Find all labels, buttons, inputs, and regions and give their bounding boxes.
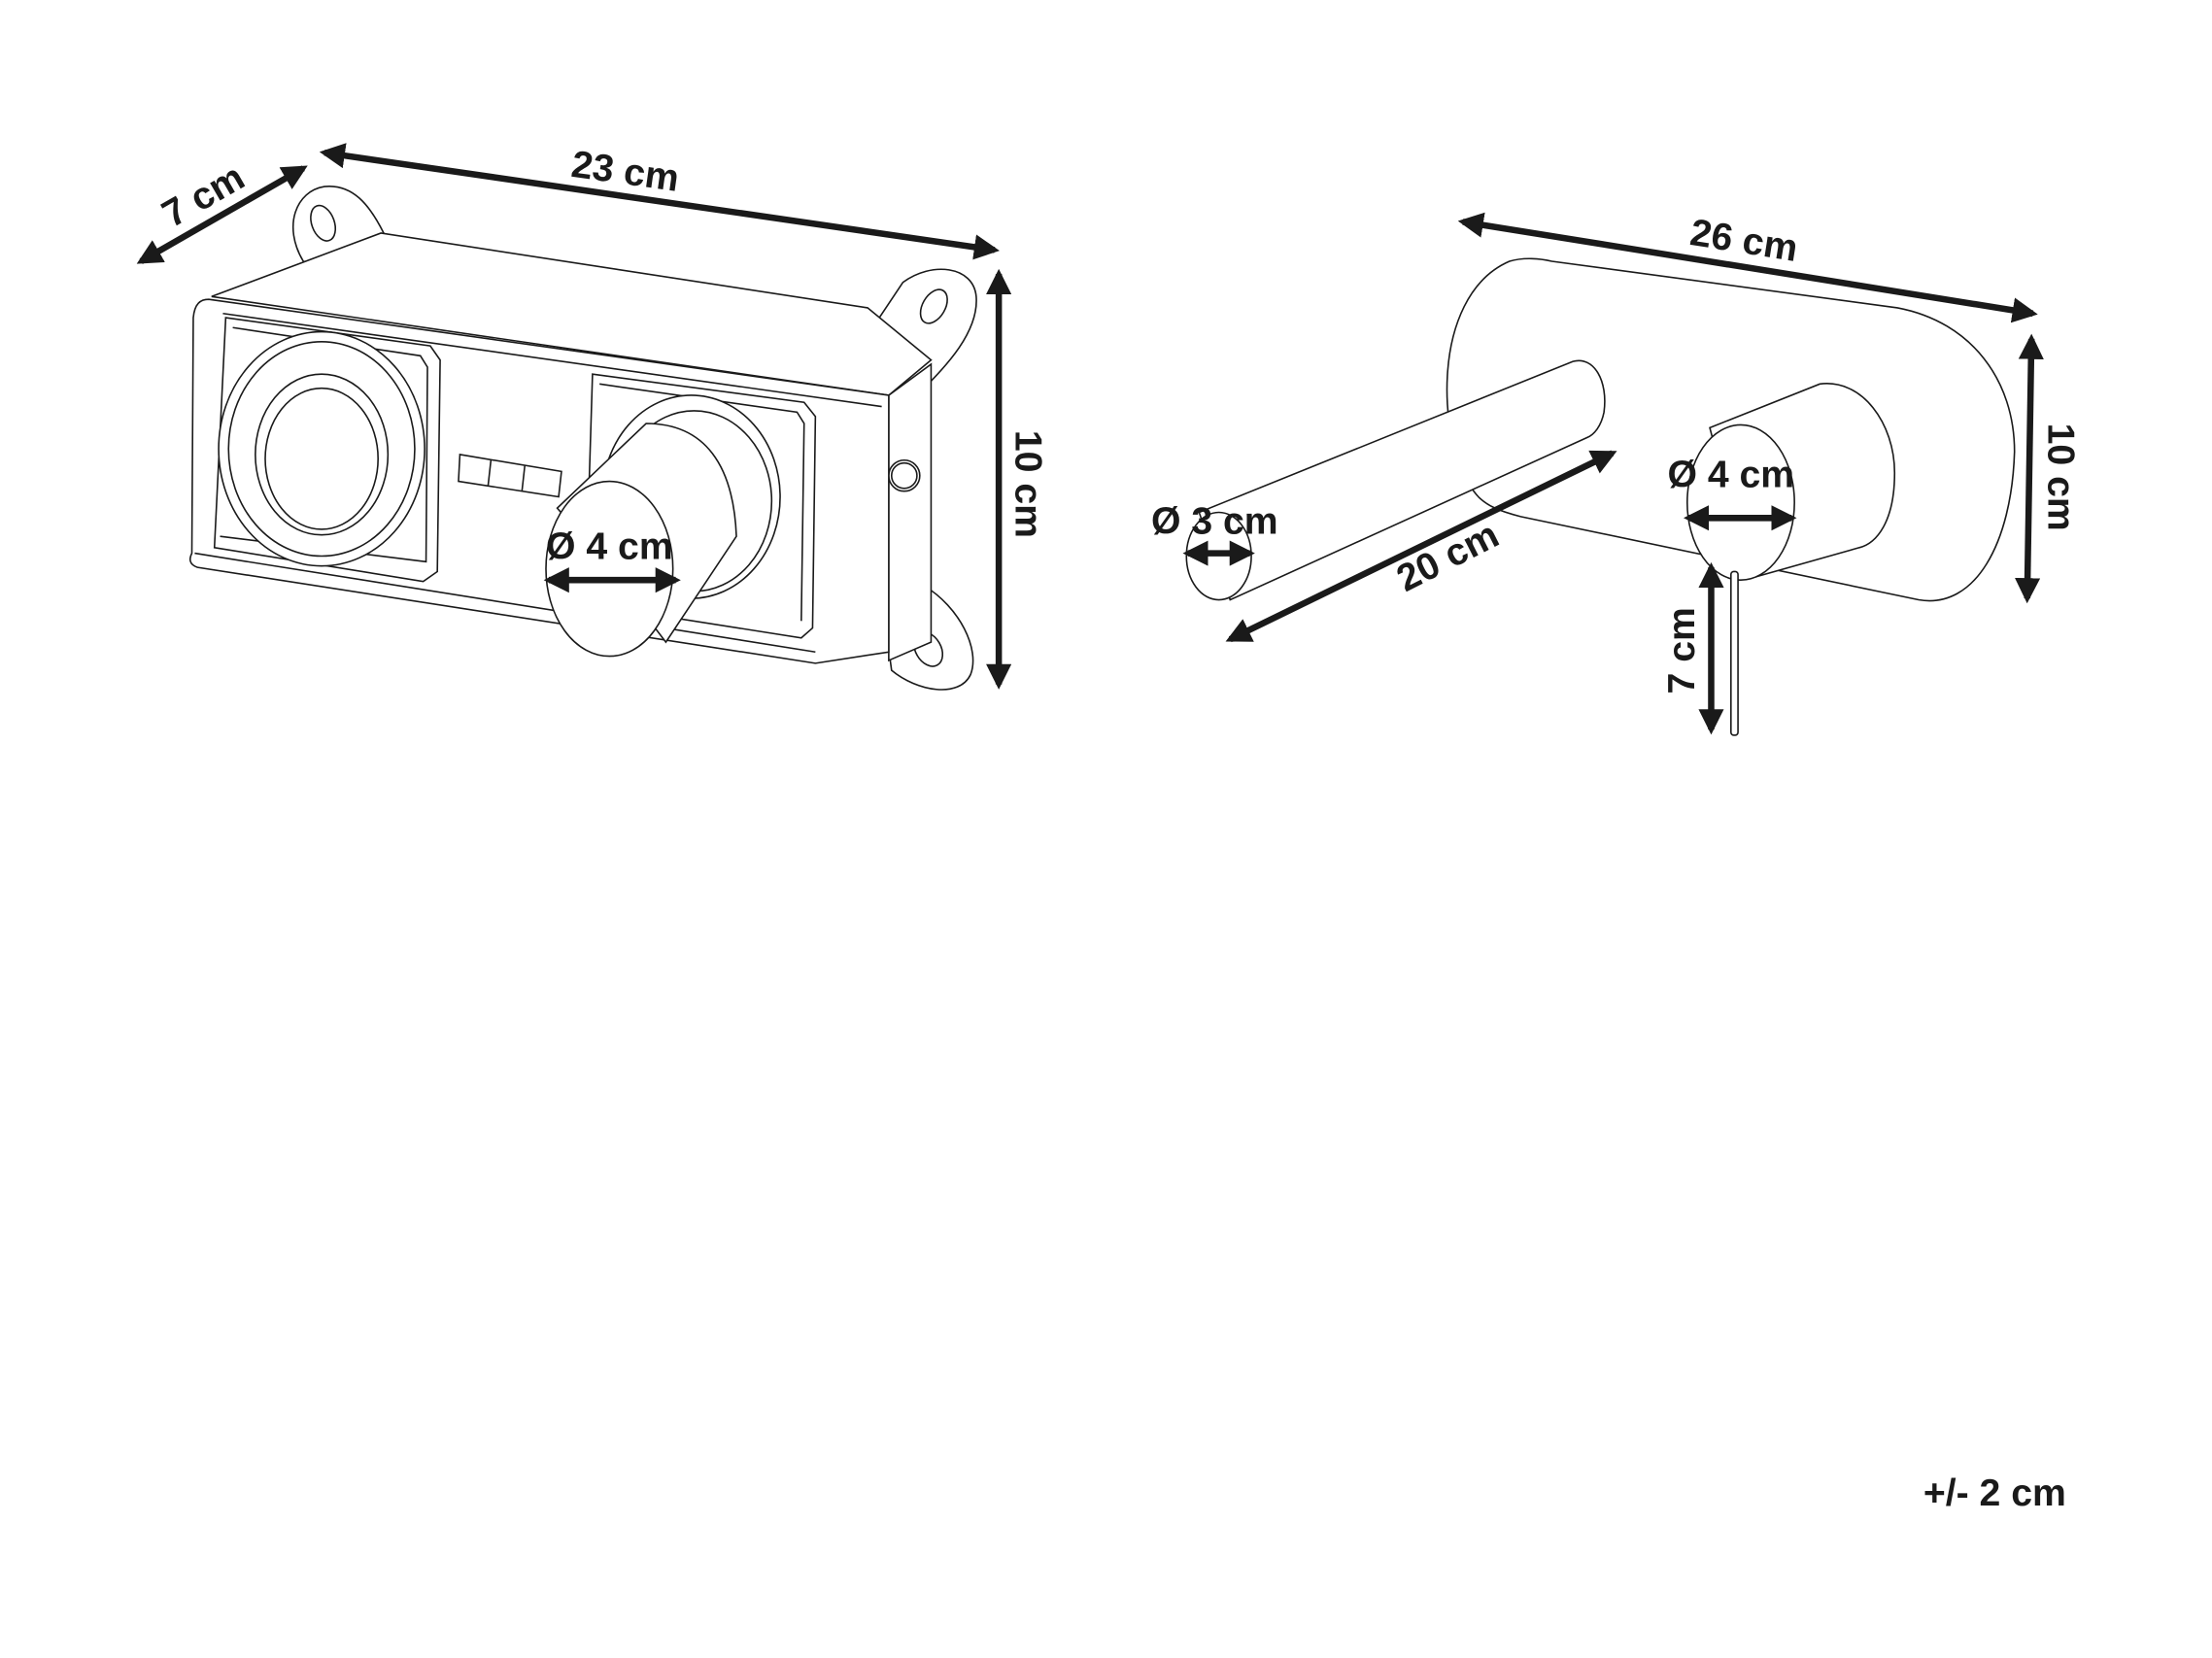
spout-diameter-label: Ø 3 cm: [1151, 500, 1278, 542]
knob-diameter-label: Ø 4 cm: [1667, 455, 1794, 496]
side-port: [888, 458, 921, 492]
depth-dimension-arrow: [136, 165, 308, 264]
lever-length-label: 7 cm: [1661, 607, 1703, 694]
plate-height-arrow: [2015, 333, 2044, 604]
concealed-box-drawing: [188, 186, 977, 691]
right-dimensions: 26 cm 10 cm 20 cm Ø 3 cm Ø 4 cm 7 cm: [1151, 212, 2081, 735]
knob-face: [545, 480, 674, 658]
width-dimension-arrow: [319, 143, 1000, 260]
plate-height-label: 10 cm: [2039, 423, 2081, 531]
knob-face: [1685, 423, 1795, 581]
spout-length-label: 20 cm: [1390, 514, 1506, 600]
box-side-face: [888, 362, 933, 662]
left-dimensions: 7 cm 23 cm 10 cm Ø 4 cm: [136, 143, 1048, 690]
knob-diameter-label: Ø 4 cm: [546, 526, 673, 568]
lever-handle: [1730, 570, 1739, 736]
left-valve-inner-ring: [255, 373, 390, 536]
indicator-blocks: [458, 454, 562, 498]
spout-mixer-drawing: [1185, 257, 2016, 736]
height-label: 10 cm: [1006, 430, 1048, 538]
plate-width-arrow: [1457, 212, 2038, 323]
tolerance-note: +/- 2 cm: [1923, 1472, 2066, 1514]
spout-length-arrow: [1225, 450, 1617, 643]
